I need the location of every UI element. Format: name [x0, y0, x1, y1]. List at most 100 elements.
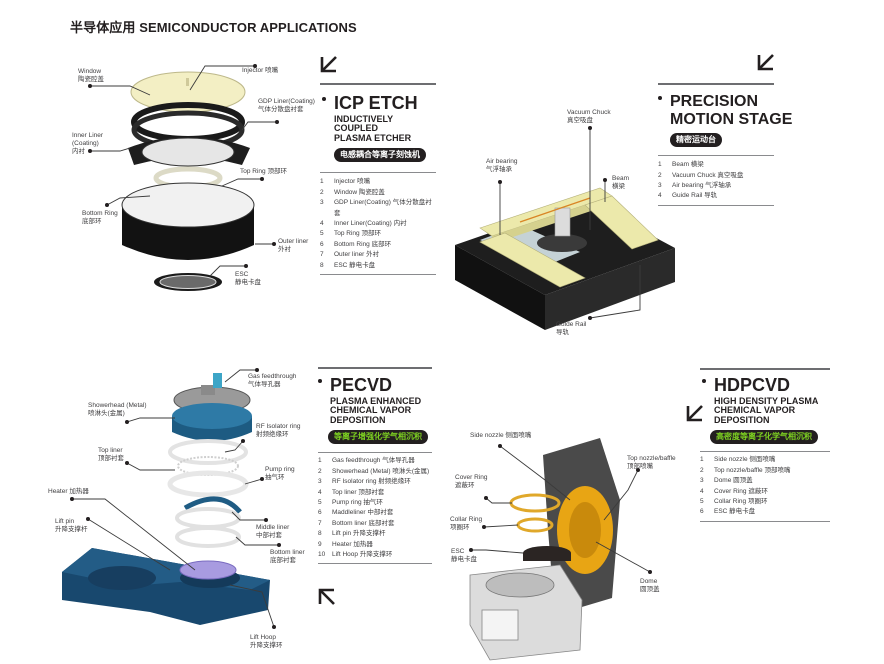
subtitle-line: CHEMICAL VAPOR: [714, 405, 796, 416]
subtitle-line: DEPOSITION: [714, 414, 770, 425]
page-title: 半导体应用 SEMICONDUCTOR APPLICATIONS: [70, 20, 357, 35]
callout-showerhead: Showerhead (Metal)喷淋头(金属): [88, 402, 147, 417]
arrow-up-left-icon: [316, 586, 338, 608]
bullet-dot: [322, 97, 326, 101]
pecvd-title: PECVD: [318, 375, 432, 395]
callout-inner-liner: Inner Liner(Coating)内衬: [72, 132, 104, 155]
bullet-dot: [658, 96, 662, 100]
divider: [658, 83, 774, 85]
hdpcvd-title: HDPCVD: [702, 375, 830, 395]
divider: [658, 155, 774, 157]
precision-stage-title: PRECISION MOTION STAGE: [658, 93, 793, 128]
callout-gdp-liner: GDP Liner(Coating)气体分散盘衬套: [258, 98, 315, 113]
icp-etch-subtitle: INDUCTIVELY COUPLED PLASMA ETCHER: [334, 114, 436, 143]
bullet-dot: [702, 379, 706, 383]
divider: [700, 451, 830, 453]
precision-stage-badge: 精密运动台: [670, 133, 722, 147]
divider: [320, 273, 436, 275]
icp-etch-badge: 电感耦合等离子刻蚀机: [334, 148, 426, 162]
leader-dots: [70, 64, 652, 629]
leader-lines: [72, 65, 651, 628]
divider: [700, 368, 830, 370]
arrow-down-left-icon: [755, 51, 777, 73]
arrow-down-left-icon: [318, 53, 340, 75]
subtitle-line: DEPOSITION: [330, 414, 386, 425]
divider: [318, 563, 432, 565]
divider: [318, 452, 432, 454]
pecvd-title-text: PECVD: [330, 375, 393, 395]
pecvd-subtitle: PLASMA ENHANCED CHEMICAL VAPOR DEPOSITIO…: [330, 396, 432, 425]
hdpcvd-subtitle: HIGH DENSITY PLASMA CHEMICAL VAPOR DEPOS…: [714, 396, 830, 425]
arrow-down-left-icon: [684, 402, 706, 424]
title-line: MOTION STAGE: [670, 110, 793, 128]
icp-etch-section: ICP ETCH INDUCTIVELY COUPLED PLASMA ETCH…: [320, 83, 436, 275]
hdpcvd-badge: 高密度等离子化学气相沉积: [710, 430, 818, 444]
callout-heater: Heater 加热器: [48, 488, 89, 495]
title-line: PRECISION: [670, 93, 759, 110]
hdpcvd-title-text: HDPCVD: [714, 375, 791, 395]
icp-etch-illustration: [121, 71, 255, 291]
callout-side-nozzle: Side nozzle 侧面喷嘴: [470, 432, 532, 439]
pecvd-badge: 等离子增强化学气相沉积: [328, 430, 428, 444]
bullet-dot: [318, 379, 322, 383]
pecvd-section: PECVD PLASMA ENHANCED CHEMICAL VAPOR DEP…: [318, 367, 432, 565]
divider: [318, 367, 432, 369]
subtitle-line: HIGH DENSITY PLASMA: [714, 396, 819, 406]
precision-stage-illustration: [455, 187, 675, 330]
divider: [658, 204, 774, 206]
callout-injector: Injector 喷嘴: [242, 67, 279, 74]
subtitle-line: PLASMA ETCHER: [334, 132, 412, 143]
icp-etch-title: ICP ETCH: [322, 93, 436, 113]
hdpcvd-section: HDPCVD HIGH DENSITY PLASMA CHEMICAL VAPO…: [700, 368, 830, 522]
pecvd-illustration: [62, 373, 270, 625]
divider: [320, 172, 436, 174]
icp-etch-title-text: ICP ETCH: [334, 93, 418, 113]
subtitle-line: PLASMA ENHANCED: [330, 396, 422, 406]
